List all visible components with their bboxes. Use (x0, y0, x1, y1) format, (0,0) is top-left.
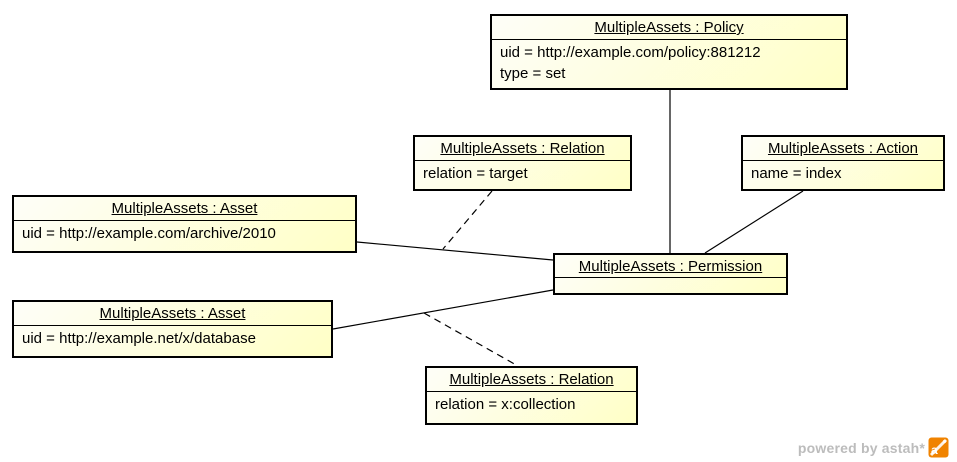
object-asset-archive-attributes: uid = http://example.com/archive/2010 (14, 221, 355, 251)
object-asset-database-attributes: uid = http://example.net/x/database (14, 326, 331, 356)
object-policy-title: MultipleAssets : Policy (492, 16, 846, 40)
object-relation-collection-attributes: relation = x:collection (427, 392, 636, 423)
object-attribute: uid = http://example.com/policy:881212 (500, 44, 761, 61)
link-attr-relation-target-dashed (442, 190, 493, 250)
astah-logo-icon: a (928, 437, 949, 458)
object-attribute: relation = x:collection (435, 396, 576, 413)
object-action: MultipleAssets : Action name = index (741, 135, 945, 191)
watermark: powered by astah* a (798, 437, 949, 458)
object-attribute: relation = target (423, 165, 528, 182)
object-attribute: uid = http://example.net/x/database (22, 330, 256, 347)
object-attribute: name = index (751, 165, 842, 182)
link-attr-relation-collection-dashed (423, 312, 519, 367)
object-attribute: uid = http://example.com/archive/2010 (22, 225, 276, 242)
object-policy: MultipleAssets : Policy uid = http://exa… (490, 14, 848, 90)
object-relation-target-title: MultipleAssets : Relation (415, 137, 630, 161)
object-asset-archive-title: MultipleAssets : Asset (14, 197, 355, 221)
object-action-title: MultipleAssets : Action (743, 137, 943, 161)
svg-text:a: a (931, 443, 938, 457)
link-action-permission (704, 190, 804, 254)
object-policy-attributes: uid = http://example.com/policy:881212 t… (492, 40, 846, 88)
object-asset-archive: MultipleAssets : Asset uid = http://exam… (12, 195, 357, 253)
object-relation-collection-title: MultipleAssets : Relation (427, 368, 636, 392)
watermark-text: powered by astah* (797, 439, 925, 456)
object-action-attributes: name = index (743, 161, 943, 189)
object-permission: MultipleAssets : Permission (553, 253, 788, 295)
link-asset-archive-permission (356, 241, 554, 261)
object-asset-database: MultipleAssets : Asset uid = http://exam… (12, 300, 333, 358)
object-asset-database-title: MultipleAssets : Asset (14, 302, 331, 326)
object-permission-title: MultipleAssets : Permission (555, 255, 786, 278)
object-permission-attributes (555, 278, 786, 293)
object-attribute: type = set (500, 65, 566, 82)
object-relation-target-attributes: relation = target (415, 161, 630, 189)
object-relation-target: MultipleAssets : Relation relation = tar… (413, 135, 632, 191)
object-relation-collection: MultipleAssets : Relation relation = x:c… (425, 366, 638, 425)
link-asset-database-permission (332, 289, 554, 330)
